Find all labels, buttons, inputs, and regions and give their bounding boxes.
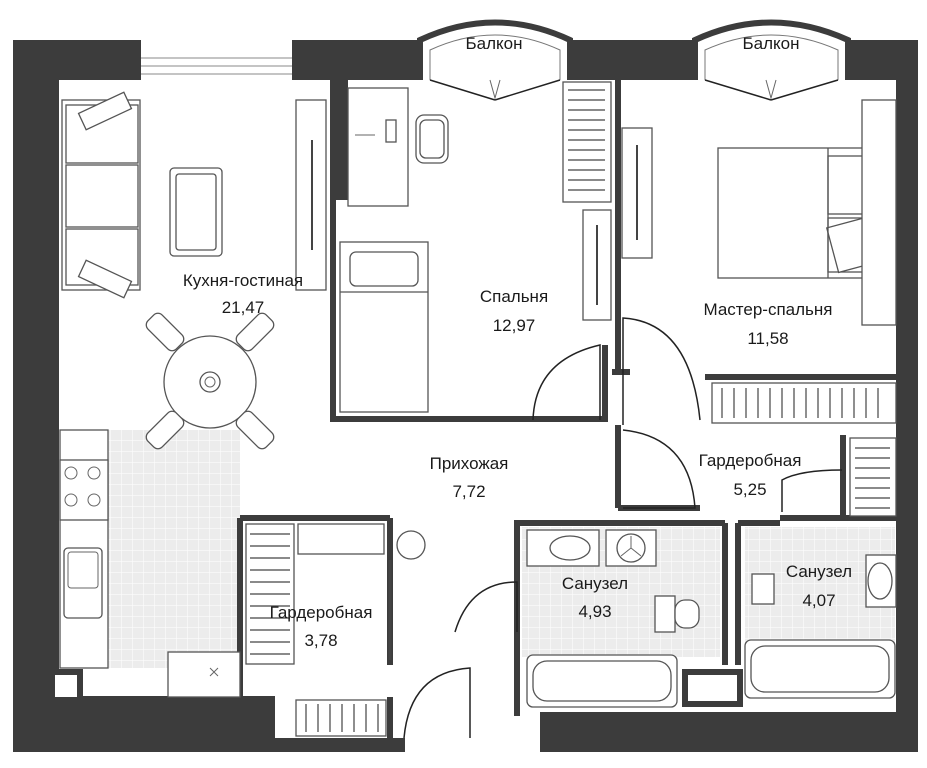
dining-table bbox=[145, 312, 275, 450]
room-label-master-bedroom: Мастер-спальня 11,58 bbox=[703, 300, 832, 348]
room-label-wardrobe-right: Гардеробная 5,25 bbox=[699, 451, 802, 499]
room-label-bathroom-right: Санузел 4,07 bbox=[786, 562, 852, 610]
room-label-hallway: Прихожая 7,72 bbox=[430, 454, 509, 501]
balcony-right bbox=[692, 19, 851, 101]
hallway-area: 7,72 bbox=[452, 482, 485, 501]
balcony-right-label: Балкон bbox=[742, 34, 799, 53]
bathroom-right-area: 4,07 bbox=[802, 591, 835, 610]
bedroom-area: 12,97 bbox=[493, 316, 536, 335]
master-side-cabinet bbox=[621, 99, 897, 326]
wardrobe-right-shelves bbox=[711, 382, 897, 517]
exterior-walls bbox=[13, 40, 918, 752]
doors bbox=[388, 317, 843, 739]
room-label-kitchen-living: Кухня-гостиная 21,47 bbox=[183, 271, 303, 317]
kitchen-living-area: 21,47 bbox=[222, 298, 265, 317]
balcony-left-label: Балкон bbox=[465, 34, 522, 53]
hallway-ottoman bbox=[396, 530, 426, 560]
wardrobe-left-area: 3,78 bbox=[304, 631, 337, 650]
window-top bbox=[141, 57, 292, 75]
kitchen-living-name: Кухня-гостиная bbox=[183, 271, 303, 290]
bathroom-center-name: Санузел bbox=[562, 574, 628, 593]
bathroom-center-area: 4,93 bbox=[578, 602, 611, 621]
hallway-name: Прихожая bbox=[430, 454, 509, 473]
kitchen-counter bbox=[59, 429, 241, 698]
single-bed bbox=[339, 241, 429, 413]
wardrobe-left-shelves bbox=[245, 523, 387, 737]
tv-cabinet bbox=[295, 99, 327, 291]
bedroom-name: Спальня bbox=[480, 287, 548, 306]
room-label-wardrobe-left: Гардеробная 3,78 bbox=[270, 603, 373, 650]
sofa bbox=[61, 91, 141, 299]
balcony-left bbox=[417, 19, 573, 101]
master-bedroom-name: Мастер-спальня bbox=[703, 300, 832, 319]
bathroom-right-fixtures bbox=[744, 554, 897, 699]
wardrobe-right-name: Гардеробная bbox=[699, 451, 802, 470]
room-label-bathroom-center: Санузел 4,93 bbox=[562, 574, 628, 621]
room-label-bedroom: Спальня 12,97 bbox=[480, 287, 548, 335]
bathroom-right-name: Санузел bbox=[786, 562, 852, 581]
master-bedroom-area: 11,58 bbox=[747, 329, 788, 348]
bathroom-center-fixtures bbox=[526, 529, 700, 708]
coffee-table bbox=[169, 167, 223, 257]
desk bbox=[347, 87, 449, 207]
wardrobe-right-area: 5,25 bbox=[733, 480, 766, 499]
bedroom-wardrobe bbox=[562, 81, 612, 321]
wardrobe-left-name: Гардеробная bbox=[270, 603, 373, 622]
